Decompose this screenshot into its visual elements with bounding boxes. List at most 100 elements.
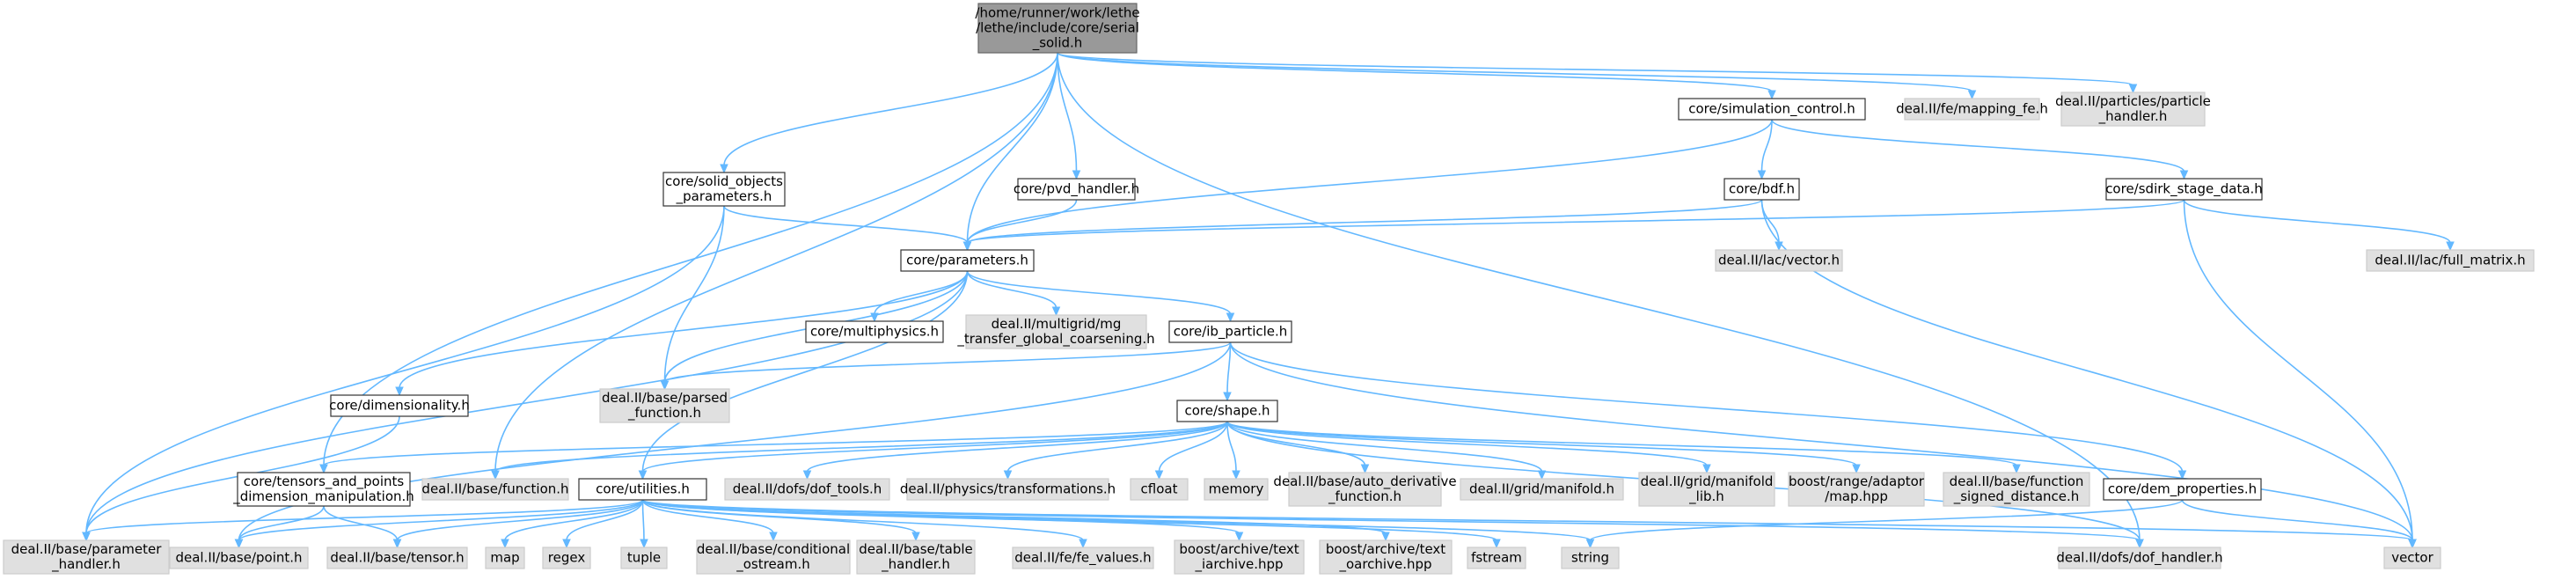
node-label-sim_control: core/simulation_control.h [1688, 101, 1855, 118]
node-multiphysics[interactable]: core/multiphysics.h [805, 320, 944, 343]
node-label-particle_handler: deal.II/particles/particle [2055, 93, 2211, 109]
node-param_handler[interactable]: deal.II/base/parameter_handler.h [3, 539, 170, 575]
node-solid_objects[interactable]: core/solid_objects_parameters.h [662, 172, 786, 207]
arrowhead-shape-to-dof_tools [802, 470, 812, 481]
node-text_iarchive[interactable]: boost/archive/text_iarchive.hpp [1174, 539, 1305, 575]
node-box-transformations [906, 478, 1109, 501]
node-box-root [977, 3, 1138, 54]
edge-utilities-to-tuple [641, 499, 645, 541]
node-mg_transfer[interactable]: deal.II/multigrid/mg_transfer_global_coa… [956, 314, 1155, 349]
node-base_tensor[interactable]: deal.II/base/tensor.h [326, 547, 468, 569]
node-bdf[interactable]: core/bdf.h [1723, 178, 1800, 201]
edge-shape-to-manifold_lib [1226, 421, 1708, 466]
edge-shape-to-range_map [1226, 421, 1857, 466]
edge-shape-to-utilities [641, 421, 1228, 473]
edge-root-to-pvd_handler [1057, 52, 1078, 172]
node-transformations[interactable]: deal.II/physics/transformations.h [900, 478, 1116, 501]
edge-parameters-to-dimensionality [399, 270, 969, 389]
node-full_matrix[interactable]: deal.II/lac/full_matrix.h [2366, 249, 2535, 272]
node-label-signed_distance: deal.II/base/function [1950, 473, 2084, 489]
node-box-multiphysics [805, 320, 944, 343]
node-box-auto_derivative [1288, 472, 1442, 507]
node-dof_tools[interactable]: deal.II/dofs/dof_tools.h [724, 478, 890, 501]
edge-shape-to-grid_manifold [1226, 421, 1543, 473]
arrowhead-utilities-to-regex [562, 539, 571, 549]
node-fstream[interactable]: fstream [1467, 547, 1526, 569]
node-memory[interactable]: memory [1204, 478, 1269, 501]
node-parsed_function[interactable]: deal.II/base/parsed_function.h [599, 388, 730, 423]
node-label-text_iarchive: _iarchive.hpp [1194, 556, 1283, 573]
node-range_map[interactable]: boost/range/adaptor/map.hpp [1788, 472, 1925, 507]
arrowhead-shape-to-manifold_lib [1702, 464, 1711, 474]
node-parameters[interactable]: core/parameters.h [900, 249, 1035, 272]
node-regex[interactable]: regex [542, 547, 591, 569]
node-label-conditional_ostream: _ostream.h [735, 556, 810, 573]
node-ib_particle[interactable]: core/ib_particle.h [1168, 320, 1292, 343]
node-label-auto_derivative: _function.h [1328, 488, 1401, 505]
node-label-base_point: deal.II/base/point.h [175, 550, 302, 566]
node-box-parameters [900, 249, 1035, 272]
node-box-bdf [1723, 178, 1800, 201]
node-box-table_handler [856, 539, 976, 575]
node-label-mg_transfer: _transfer_global_coarsening.h [956, 331, 1154, 348]
edge-solid_objects-to-parsed_function [663, 205, 725, 383]
node-tensors_points[interactable]: core/tensors_and_points_dimension_manipu… [232, 472, 414, 507]
node-string[interactable]: string [1561, 547, 1620, 569]
node-table_handler[interactable]: deal.II/base/table_handler.h [856, 539, 976, 575]
edges-layer [82, 52, 2455, 549]
node-dof_handler[interactable]: deal.II/dofs/dof_handler.h [2056, 547, 2223, 569]
node-dem_properties[interactable]: core/dem_properties.h [2103, 478, 2262, 501]
node-label-parsed_function: _function.h [627, 405, 701, 422]
node-base_point[interactable]: deal.II/base/point.h [169, 547, 309, 569]
node-fe_values[interactable]: deal.II/fe/fe_values.h [1012, 547, 1154, 569]
node-shape[interactable]: core/shape.h [1176, 400, 1278, 422]
node-box-conditional_ostream [696, 539, 851, 575]
node-label-mapping_fe: deal.II/fe/mapping_fe.h [1896, 101, 2048, 118]
node-text_oarchive[interactable]: boost/archive/text_oarchive.hpp [1319, 539, 1453, 575]
arrowhead-utilities-to-base_point [234, 539, 244, 549]
edge-parameters-to-ib_particle [966, 270, 1232, 315]
node-box-grid_manifold [1460, 478, 1624, 501]
node-label-root: _solid.h [1032, 35, 1083, 52]
edge-parameters-to-utilities [641, 270, 969, 473]
node-root[interactable]: /home/runner/work/lethe/lethe/include/co… [975, 3, 1140, 54]
edge-dem_properties-to-vector [2181, 499, 2413, 541]
node-signed_distance[interactable]: deal.II/base/function_signed_distance.h [1943, 472, 2090, 507]
node-utilities[interactable]: core/utilities.h [578, 478, 707, 501]
node-label-table_handler: deal.II/base/table [859, 541, 973, 557]
node-base_function[interactable]: deal.II/base/function.h [421, 478, 569, 501]
node-label-solid_objects: _parameters.h [676, 188, 772, 205]
node-grid_manifold[interactable]: deal.II/grid/manifold.h [1460, 478, 1624, 501]
node-sdirk[interactable]: core/sdirk_stage_data.h [2105, 178, 2263, 201]
node-label-map: map [490, 550, 519, 566]
edge-utilities-to-dof_handler [641, 499, 2141, 541]
node-box-pvd_handler [1017, 178, 1136, 201]
arrowhead-parameters-to-ib_particle [1226, 312, 1235, 323]
node-vector[interactable]: vector [2383, 547, 2441, 569]
node-dimensionality[interactable]: core/dimensionality.h [329, 394, 470, 417]
node-sim_control[interactable]: core/simulation_control.h [1678, 98, 1866, 121]
node-manifold_lib[interactable]: deal.II/grid/manifold_lib.h [1638, 472, 1775, 507]
edge-utilities-to-param_handler [85, 499, 644, 534]
node-box-memory [1204, 478, 1269, 501]
edge-bdf-to-parameters [966, 199, 1763, 244]
edge-root-to-tensors_points [323, 52, 1058, 466]
node-box-particle_handler [2060, 92, 2206, 127]
node-box-dof_handler [2058, 547, 2221, 569]
node-particle_handler[interactable]: deal.II/particles/particle_handler.h [2055, 92, 2211, 127]
node-label-multiphysics: core/multiphysics.h [810, 324, 939, 340]
node-lac_vector[interactable]: deal.II/lac/vector.h [1715, 249, 1843, 272]
node-pvd_handler[interactable]: core/pvd_handler.h [1014, 178, 1139, 201]
node-auto_derivative[interactable]: deal.II/base/auto_derivative_function.h [1273, 472, 1457, 507]
arrowhead-utilities-to-base_tensor [392, 539, 402, 549]
node-conditional_ostream[interactable]: deal.II/base/conditional_ostream.h [696, 539, 851, 575]
node-label-dof_handler: deal.II/dofs/dof_handler.h [2056, 550, 2222, 567]
edge-parameters-to-mg_transfer [966, 270, 1057, 309]
node-label-root: /home/runner/work/lethe [975, 5, 1139, 21]
node-map[interactable]: map [485, 547, 525, 569]
node-label-text_oarchive: _oarchive.hpp [1338, 556, 1431, 573]
node-box-parsed_function [599, 388, 730, 423]
node-tuple[interactable]: tuple [620, 547, 668, 569]
node-cfloat[interactable]: cfloat [1130, 478, 1189, 501]
node-mapping_fe[interactable]: deal.II/fe/mapping_fe.h [1896, 98, 2048, 121]
